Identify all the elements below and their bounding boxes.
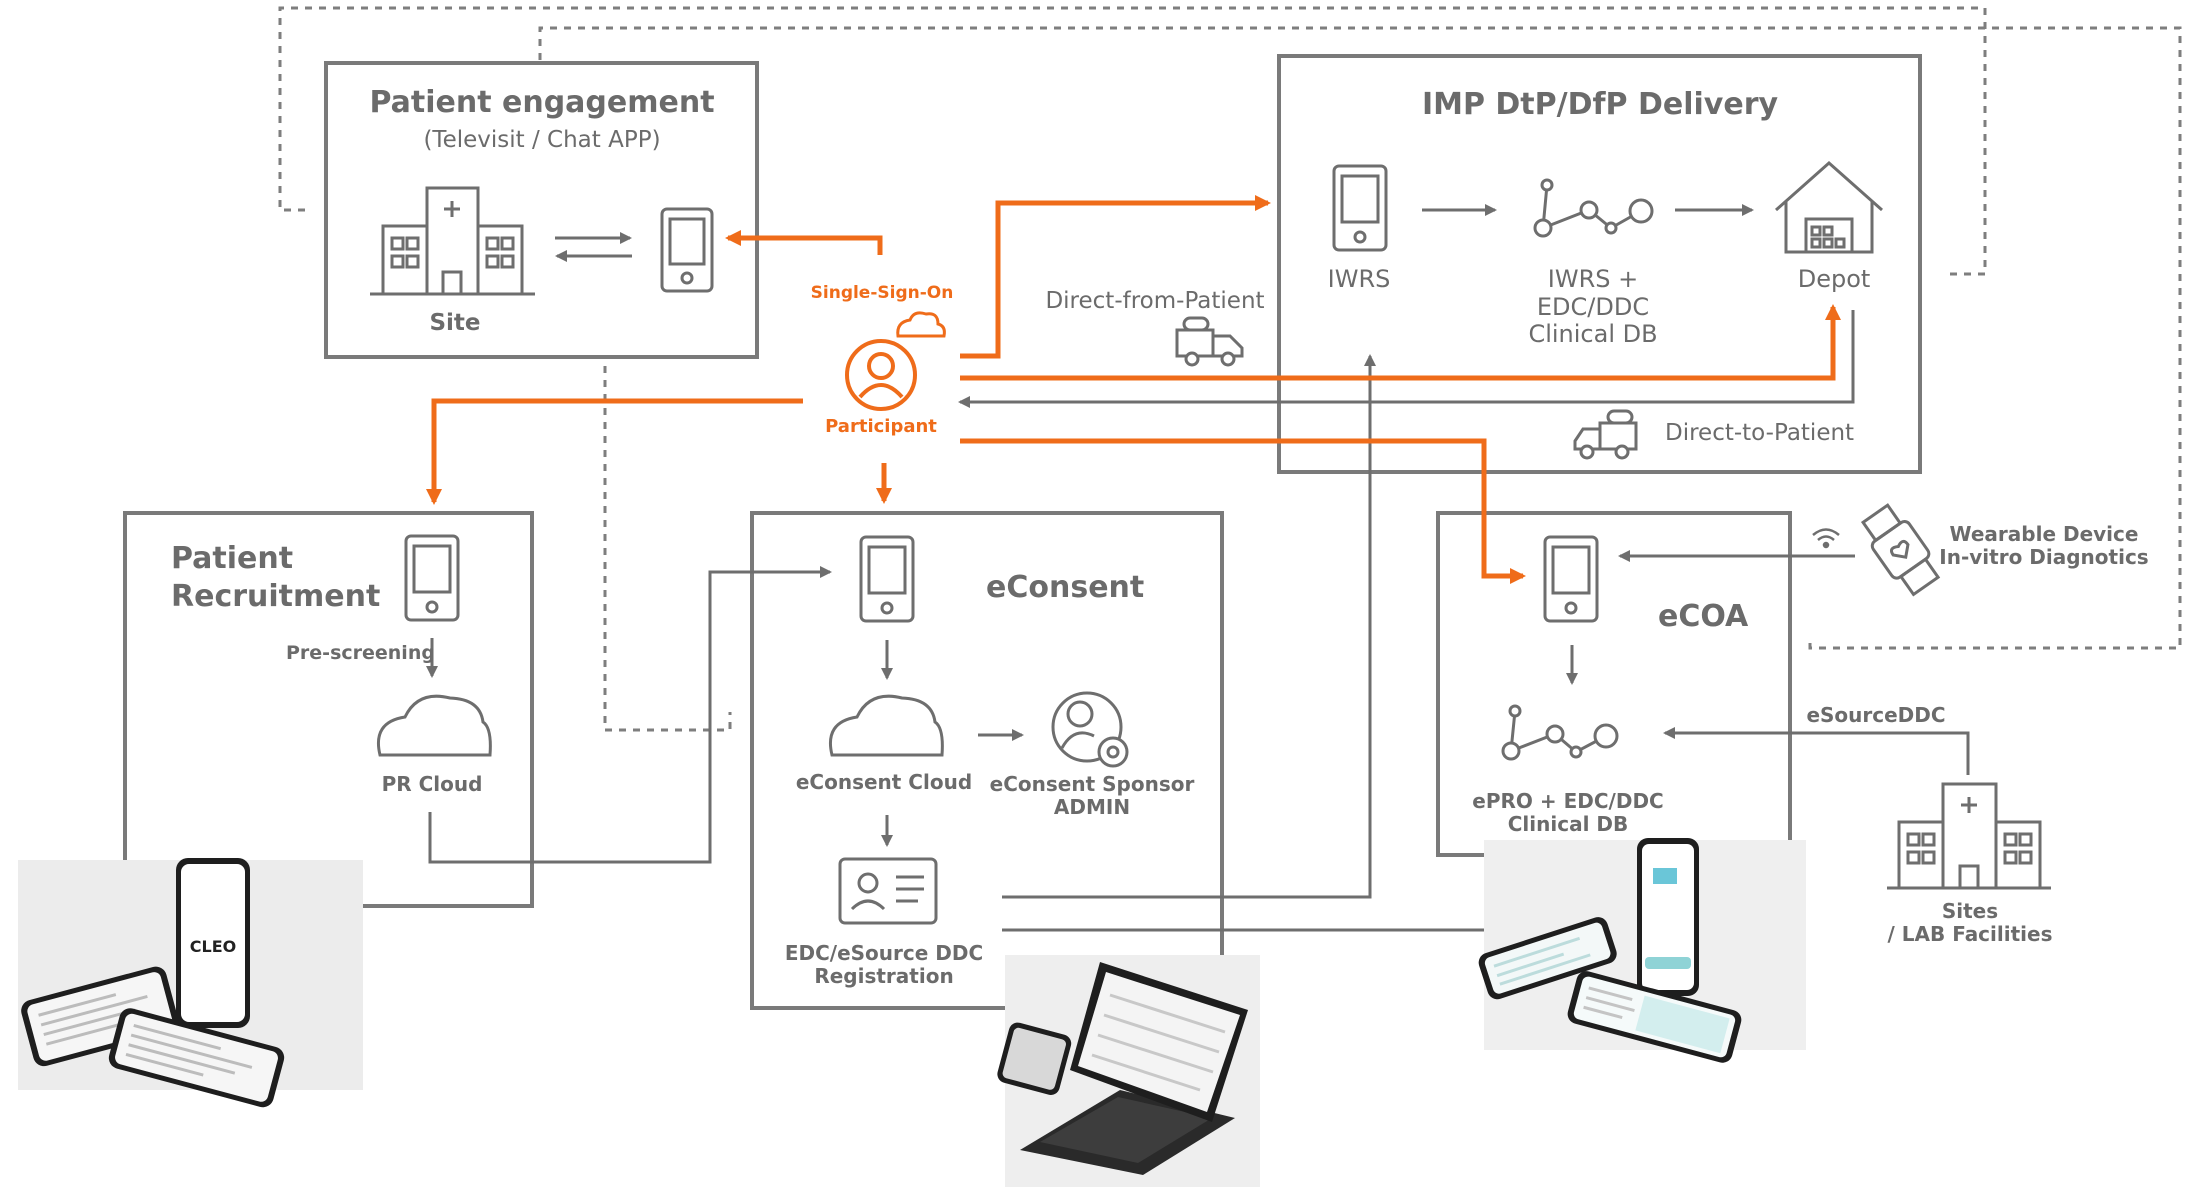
orange-flows	[426, 195, 1841, 584]
patient-engagement-subtitle: (Televisit / Chat APP)	[423, 127, 661, 153]
admin-user-gear-icon	[1051, 691, 1129, 768]
dotted-connectors	[278, 6, 2182, 732]
cloud-icon	[377, 694, 492, 757]
sites-lab-label: Sites / LAB Facilities	[1887, 899, 2053, 946]
patient-recruitment-box	[123, 511, 534, 908]
imp-delivery-title: IMP DtP/DfP Delivery	[1421, 87, 1779, 122]
delivery-truck-icon	[1175, 316, 1244, 367]
site-label: Site	[429, 310, 481, 336]
depot-label: Depot	[1797, 265, 1871, 293]
econsent-cloud-label: eConsent Cloud	[795, 770, 973, 794]
cloud-icon	[829, 694, 944, 757]
iwrs-edc-label: IWRS + EDC/DDC Clinical DB	[1528, 265, 1658, 349]
id-card-icon	[838, 857, 938, 925]
phone-icon	[660, 207, 714, 293]
wearable-label: Wearable Device In-vitro Diagnotics	[1939, 522, 2149, 569]
network-graph-icon	[1501, 704, 1619, 761]
iwrs-label: IWRS	[1327, 265, 1391, 293]
ecoa-box	[1436, 511, 1792, 857]
epro-label: ePRO + EDC/DDC Clinical DB	[1472, 789, 1664, 836]
econsent-box	[750, 511, 1224, 1010]
gray-flows	[426, 204, 1970, 932]
registration-label: EDC/eSource DDC Registration	[784, 941, 984, 988]
lab-facility-icon	[1887, 782, 2051, 890]
patient-recruitment-title: Patient Recruitment	[171, 541, 381, 614]
device-mockup-econsent	[997, 955, 1260, 1187]
smartwatch-icon	[1860, 503, 1941, 597]
pr-cloud-label: PR Cloud	[381, 772, 483, 796]
phone-icon	[1332, 164, 1388, 252]
phone-icon	[1543, 535, 1599, 623]
participant-label[interactable]: Participant	[825, 416, 937, 437]
depot-house-icon	[1775, 160, 1883, 254]
patient-engagement-title: Patient engagement	[369, 85, 715, 120]
ecoa-title: eCOA	[1658, 599, 1749, 634]
phone-icon	[404, 534, 460, 622]
econsent-sponsor-label: eConsent Sponsor ADMIN	[989, 772, 1195, 819]
econsent-title: eConsent	[986, 570, 1145, 605]
direct-to-patient-label: Direct-to-Patient	[1665, 420, 1855, 446]
prescreening-label: Pre-screening	[286, 642, 435, 664]
sso-label: Single-Sign-On	[810, 283, 954, 303]
participant-icon[interactable]	[845, 339, 917, 411]
delivery-truck-icon	[1573, 409, 1638, 460]
device-mockup-ecoa	[1478, 838, 1806, 1063]
network-graph-icon	[1533, 178, 1654, 238]
esource-ddc-label: eSourceDDC	[1806, 703, 1946, 727]
sso-cloud-icon	[896, 311, 946, 338]
hospital-building-icon	[370, 186, 535, 296]
phone-icon	[859, 535, 915, 623]
device-mockup-recruitment: CLEO	[18, 858, 363, 1108]
direct-from-patient-label: Direct-from-Patient	[1045, 288, 1265, 314]
component-boxes	[123, 54, 1922, 1010]
cleo-logo: CLEO	[190, 937, 236, 956]
wifi-icon	[1812, 528, 1840, 549]
